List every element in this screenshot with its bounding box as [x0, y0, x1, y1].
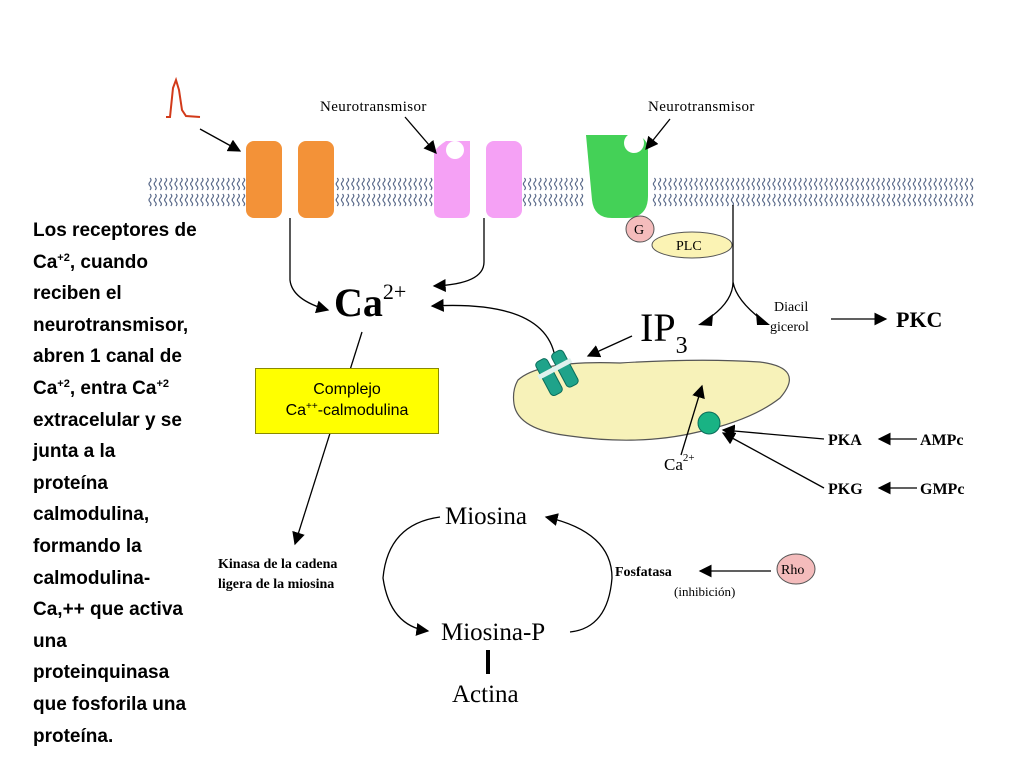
action-potential-icon	[166, 76, 201, 118]
ampc-label: AMPc	[920, 432, 964, 449]
actina-label: Actina	[452, 681, 519, 708]
neurotransmisor-label-2: Neurotransmisor	[648, 99, 755, 115]
explanation-text: Los receptores de Ca+2, cuando reciben e…	[33, 215, 233, 752]
neurotransmitter-site	[446, 141, 464, 159]
arrow-er-to-ca	[430, 298, 556, 358]
arrow-pka-to-pump	[721, 424, 825, 440]
explanation-line: Los receptores de	[33, 220, 197, 241]
diacil-label: Diacil	[774, 300, 808, 315]
voltage-channel-right	[298, 141, 334, 218]
plc-label: PLC	[676, 239, 702, 254]
explanation-line: Ca+2, entra Ca+2	[33, 377, 169, 399]
gmpc-label: GMPc	[920, 481, 964, 498]
neurotransmisor-label-1: Neurotransmisor	[320, 99, 427, 115]
ca-label: Ca2+	[334, 279, 406, 325]
explanation-line: junta a la	[33, 441, 116, 463]
explanation-line: formando la	[33, 535, 142, 557]
explanation-line: Ca,++ que activa	[33, 599, 183, 621]
fosfatasa-label: Fosfatasa	[615, 565, 672, 580]
ligand-channel-right	[486, 141, 522, 218]
kinasa-label-line2: ligera de la miosina	[218, 577, 334, 592]
explanation-line: Ca+2, cuando	[33, 251, 148, 273]
complejo-callout: Complejo Ca++-calmodulina	[255, 368, 439, 434]
actina-bond	[486, 650, 490, 674]
explanation-line: neurotransmisor,	[33, 314, 189, 336]
ip3-receptor-channel	[535, 349, 579, 397]
explanation-line: proteína.	[33, 725, 114, 747]
lipid-bilayer	[148, 177, 974, 207]
plc-branch	[711, 205, 763, 321]
ip3-label: IP3	[640, 305, 688, 359]
arrow-to-channel	[199, 128, 242, 152]
arrow-receptor-to-ca	[432, 218, 485, 293]
gicerol-label: gicerol	[770, 320, 809, 335]
g-label: G	[634, 223, 644, 238]
plc-enzyme	[651, 231, 733, 259]
ca-release-pump	[697, 411, 721, 435]
kinasa-label-line1: Kinasa de la cadena	[218, 557, 337, 572]
explanation-line: extracelular y se	[33, 409, 182, 431]
explanation-line: proteinquinasa	[33, 662, 170, 684]
cell-membrane	[148, 177, 974, 207]
cycle-arrow-left	[382, 516, 441, 636]
explanation-line: abren 1 canal de	[33, 346, 182, 368]
arrowhead-diacil	[756, 313, 770, 325]
arrow-pkg-to-pump	[721, 432, 825, 489]
explanation-line: calmodulina,	[33, 504, 150, 526]
pka-label: PKA	[828, 432, 862, 449]
arrow-ca-to-er	[680, 384, 705, 456]
explanation-line: proteína	[33, 472, 108, 494]
arrow-neurotransmisor-1	[404, 116, 437, 154]
explanation-line: una	[33, 630, 67, 652]
pkc-label: PKC	[896, 307, 942, 332]
explanation-line: calmodulina-	[33, 567, 151, 589]
rho-protein	[776, 553, 816, 585]
ligand-channel-left	[434, 141, 470, 218]
arrowhead-ip3	[698, 314, 713, 326]
explanation-line: que fosforila una	[33, 693, 187, 715]
g-protein	[625, 215, 655, 243]
voltage-channel-left	[246, 141, 282, 218]
explanation-line: reciben el	[33, 283, 122, 305]
neurotransmitter-site-2	[624, 133, 644, 153]
ca-small-label: Ca2+	[664, 452, 695, 474]
complejo-line2: Ca++-calmodulina	[285, 401, 409, 420]
arrow-neurotransmisor-2	[645, 118, 671, 151]
cycle-arrow-right	[544, 513, 613, 633]
miosina-p-label: Miosina-P	[441, 619, 545, 646]
miosina-label: Miosina	[445, 503, 527, 530]
complejo-line1: Complejo	[313, 381, 381, 398]
metabotropic-receptor	[586, 135, 648, 218]
arrow-channel-to-ca	[289, 218, 330, 314]
arrow-ca-to-kinasa	[292, 331, 363, 546]
arrow-ip3-to-er	[586, 335, 633, 358]
pkg-label: PKG	[828, 481, 863, 498]
rho-label: Rho	[781, 563, 804, 578]
endoplasmic-reticulum	[512, 359, 790, 441]
inhibicion-label: (inhibición)	[674, 584, 735, 599]
